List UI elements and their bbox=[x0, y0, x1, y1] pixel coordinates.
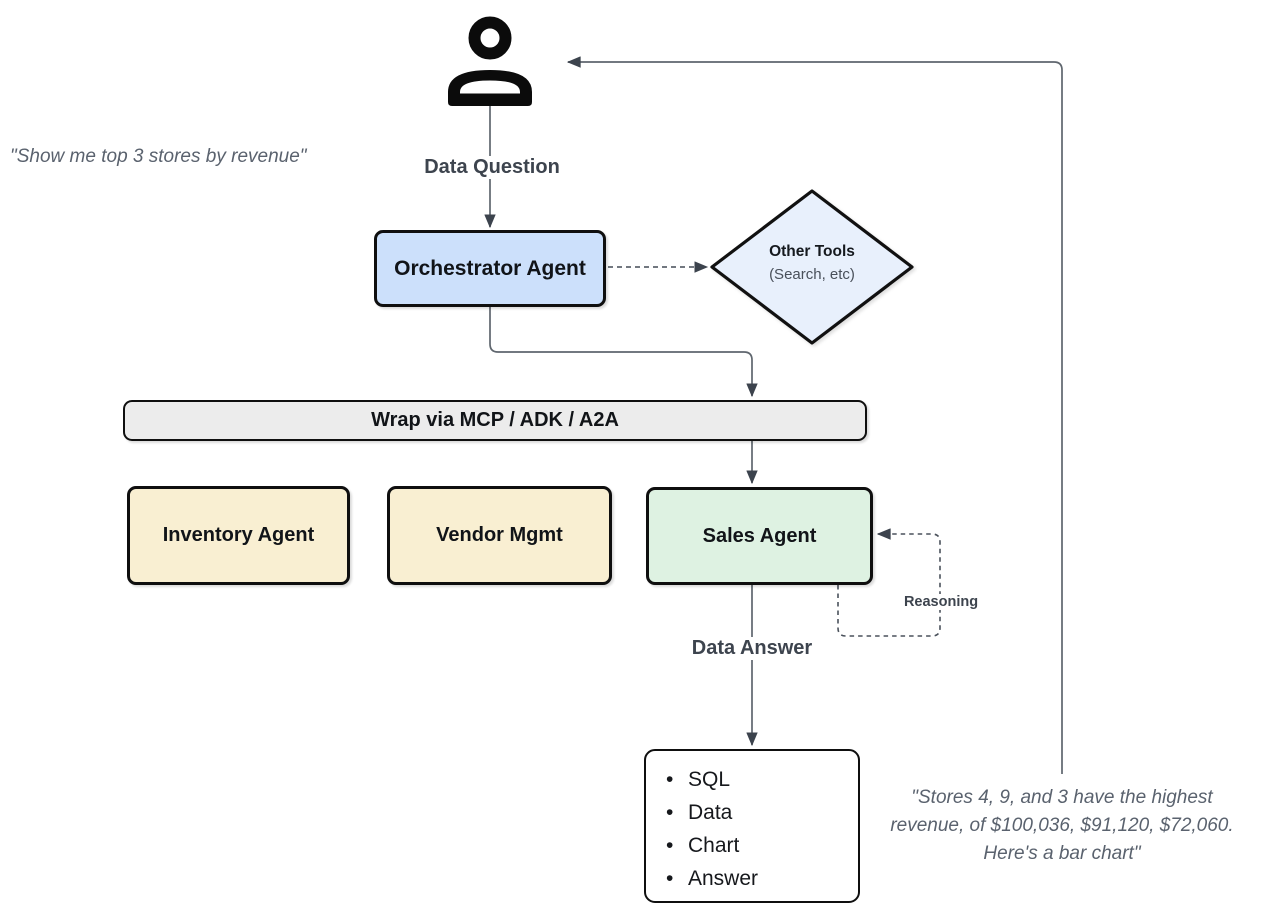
wrap-mcp-adk-a2a-bar: Wrap via MCP / ADK / A2A bbox=[123, 400, 867, 441]
other-tools-diamond bbox=[710, 189, 914, 345]
data-question-label: Data Question bbox=[418, 156, 566, 179]
data-answer-label: Data Answer bbox=[685, 637, 819, 660]
output-item-sql: SQL bbox=[666, 763, 758, 796]
answer-quote: "Stores 4, 9, and 3 have the highest rev… bbox=[862, 784, 1262, 868]
answer-quote-line-2: revenue, of $100,036, $91,120, $72,060. bbox=[890, 815, 1234, 836]
sales-agent-node: Sales Agent bbox=[646, 487, 873, 585]
orchestrator-agent-node: Orchestrator Agent bbox=[374, 230, 606, 307]
answer-quote-line-3: Here's a bar chart" bbox=[983, 843, 1141, 864]
output-list: SQL Data Chart Answer bbox=[646, 763, 758, 895]
output-item-data: Data bbox=[666, 796, 758, 829]
output-item-chart: Chart bbox=[666, 829, 758, 862]
other-tools-node: Other Tools (Search, etc) bbox=[732, 242, 892, 285]
person-icon bbox=[448, 16, 532, 106]
other-tools-subtitle: (Search, etc) bbox=[769, 266, 855, 283]
reasoning-label: Reasoning bbox=[897, 594, 985, 610]
arrow-sales-reasoning-loop bbox=[837, 528, 941, 637]
arrow-answer-to-user bbox=[566, 56, 1063, 774]
user-quote: "Show me top 3 stores by revenue" bbox=[10, 146, 307, 167]
output-item-answer: Answer bbox=[666, 862, 758, 895]
other-tools-title: Other Tools bbox=[769, 243, 855, 260]
inventory-agent-node: Inventory Agent bbox=[127, 486, 350, 585]
answer-quote-line-1: "Stores 4, 9, and 3 have the highest bbox=[911, 787, 1213, 808]
output-box: SQL Data Chart Answer bbox=[644, 749, 860, 903]
vendor-mgmt-node: Vendor Mgmt bbox=[387, 486, 612, 585]
arrow-orchestrator-to-wrap-bar bbox=[489, 307, 758, 398]
